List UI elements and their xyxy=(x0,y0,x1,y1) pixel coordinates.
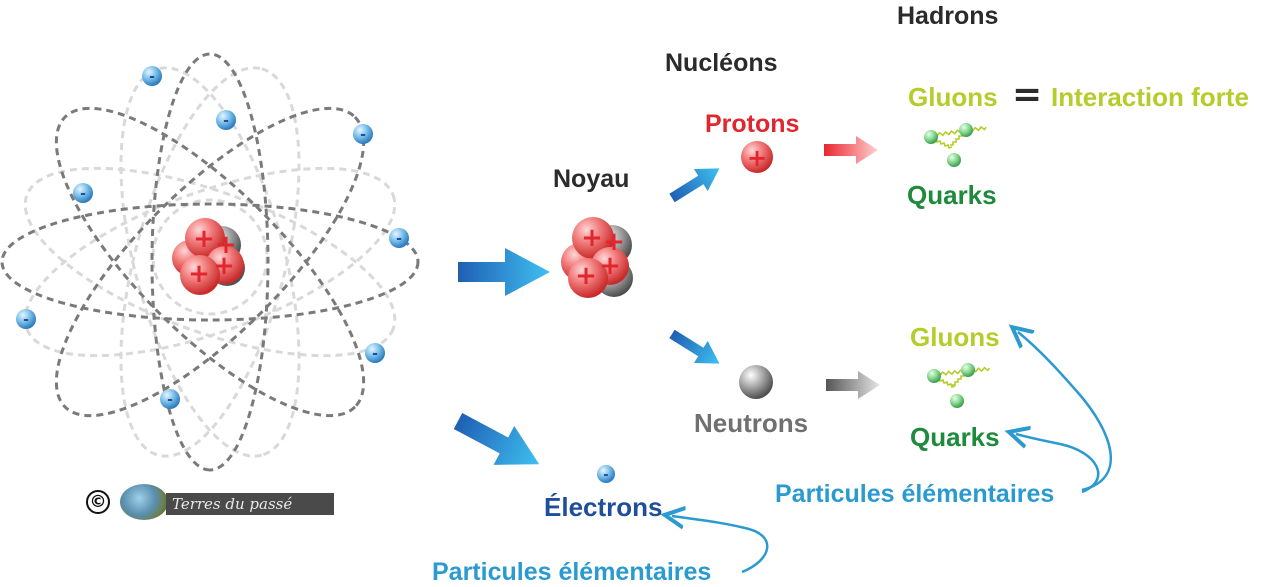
atom-electrons: - - - - - - - - xyxy=(16,66,409,409)
svg-text:-: - xyxy=(80,186,86,202)
plus-sign: + xyxy=(599,251,621,281)
orbit-dark-4 xyxy=(150,52,270,472)
atom-orbits xyxy=(0,52,420,472)
neutron-single xyxy=(739,365,773,399)
arrow-to-noyau xyxy=(458,248,550,296)
electron: - xyxy=(353,124,373,144)
orbit-dark-1 xyxy=(0,202,420,322)
electron: - xyxy=(389,228,409,248)
svg-text:-: - xyxy=(167,392,173,408)
proton-single: + xyxy=(741,141,773,173)
atom-nucleus: + + + + xyxy=(172,218,245,295)
arrow-particules-to-gluons xyxy=(1018,332,1112,492)
arrow-to-neutrons xyxy=(669,329,720,364)
arrow-neutrons-to-quarks xyxy=(826,371,880,399)
plus-sign: + xyxy=(193,224,215,254)
label-gluons-bottom: Gluons xyxy=(910,322,1000,352)
noyau-cluster: + + + + xyxy=(561,217,633,298)
orbit-light-1 xyxy=(23,166,397,358)
label-quarks-top: Quarks xyxy=(907,180,997,210)
plus-sign: + xyxy=(581,223,603,253)
label-interaction-forte: Interaction forte xyxy=(1051,82,1249,112)
copyright-icon: © xyxy=(86,490,110,514)
svg-text:+: + xyxy=(747,144,767,172)
orbit-dark-3 xyxy=(54,106,366,418)
proton-ball xyxy=(180,255,220,295)
electron: - xyxy=(160,389,180,409)
badge-text: Terres du passé xyxy=(172,495,293,513)
label-hadrons: Hadrons xyxy=(897,2,999,30)
label-quarks-bottom: Quarks xyxy=(910,422,1000,452)
electron: - xyxy=(365,343,385,363)
pointer-arrows xyxy=(672,332,1112,574)
proton-ball xyxy=(185,218,225,258)
arrow-to-electrons xyxy=(453,413,540,465)
arrow-particules-to-electrons xyxy=(672,516,769,574)
svg-text:-: - xyxy=(372,346,378,362)
electron: - xyxy=(16,309,36,329)
svg-text:-: - xyxy=(396,231,402,247)
orbit-light-3 xyxy=(119,66,301,458)
equals-sign: = xyxy=(1012,74,1043,115)
plus-sign: + xyxy=(603,227,625,257)
label-nucleons: Nucléons xyxy=(665,49,778,77)
badge-bar: Terres du passé xyxy=(166,493,334,515)
electron: - xyxy=(73,183,93,203)
label-particules-right: Particules élémentaires xyxy=(775,480,1055,508)
svg-text:-: - xyxy=(603,468,608,483)
svg-text:-: - xyxy=(360,127,366,143)
orbit-light-2 xyxy=(23,166,397,358)
label-protons: Protons xyxy=(705,110,800,138)
electron-single: - xyxy=(597,465,615,483)
svg-text:-: - xyxy=(223,113,229,129)
proton-ball xyxy=(568,258,608,298)
svg-text:-: - xyxy=(149,69,155,85)
plus-sign: + xyxy=(213,251,235,281)
electron: - xyxy=(216,110,236,130)
label-gluons-top: Gluons xyxy=(908,82,998,112)
arrow-to-protons xyxy=(669,168,720,203)
label-neutrons: Neutrons xyxy=(694,408,809,438)
svg-text:-: - xyxy=(23,312,29,328)
quark-triangle-icon xyxy=(927,363,991,408)
label-particules-bottom: Particules élémentaires xyxy=(432,558,712,586)
electron: - xyxy=(142,66,162,86)
copyright-badge: © Terres du passé xyxy=(86,484,334,520)
orbit-dark-2 xyxy=(54,106,366,418)
arrow-particules-to-quarks xyxy=(1016,434,1100,494)
quark-triangle-icon xyxy=(924,123,987,167)
label-noyau: Noyau xyxy=(553,165,630,193)
orbit-light-4 xyxy=(119,66,301,458)
plus-sign: + xyxy=(575,261,597,291)
arrow-protons-to-quarks xyxy=(824,136,878,164)
globe-logo-icon xyxy=(120,484,168,520)
plus-sign: + xyxy=(215,230,237,260)
label-electrons: Électrons xyxy=(544,492,663,522)
plus-sign: + xyxy=(188,259,210,289)
